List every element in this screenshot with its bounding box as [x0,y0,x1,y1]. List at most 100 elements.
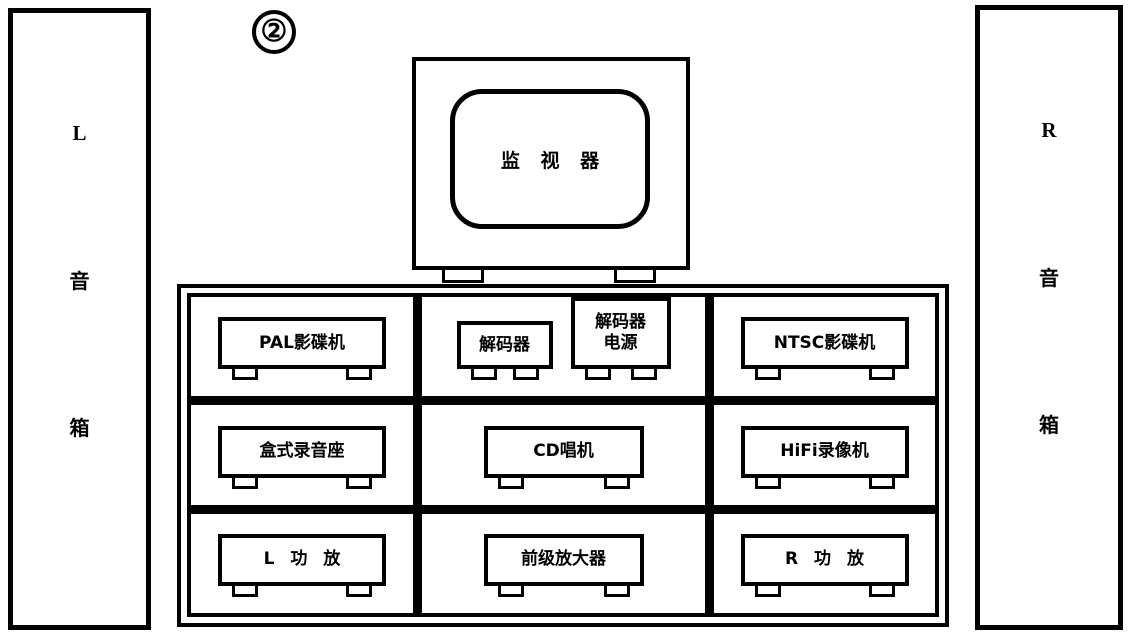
bottom-shelf: L 功 放 前级放大器 R 功 放 [191,513,935,613]
device-feet [457,369,553,381]
top-shelf-cell-2: NTSC影碟机 [714,297,935,396]
device-foot-right [868,369,895,381]
bottom-shelf-cell-1: 前级放大器 [422,513,714,613]
right-speaker: R 音 箱 [975,5,1123,630]
cell-contents: NTSC影碟机 [714,317,935,390]
device-前级放大器: 前级放大器 [483,533,644,597]
device-foot-right [868,585,895,597]
device-ntsc影碟机: NTSC影碟机 [740,317,909,381]
cell-contents: PAL影碟机 [191,317,413,390]
device-feet [218,585,386,597]
device-foot-left [754,585,781,597]
device-label: CD唱机 [533,441,594,462]
device-label: 盒式录音座 [259,441,345,462]
device-foot-right [603,477,630,489]
device-body: 解码器 [456,321,553,370]
device-feet [218,369,386,381]
monitor-label: 监 视 器 [500,149,607,172]
device-解码器电源: 解码器电源 [570,297,671,381]
device-feet [741,477,909,489]
middle-shelf: 盒式录音座 CD唱机 HiFi录像机 [191,405,935,514]
device-hifi录像机: HiFi录像机 [740,425,909,489]
device-label: 电源 [603,333,638,354]
middle-shelf-cell-0: 盒式录音座 [191,405,422,505]
device-foot-right [603,585,630,597]
device-foot-left [754,369,781,381]
device-label: L 功 放 [263,549,346,570]
figure-number: ② [252,10,296,54]
device-body: CD唱机 [483,425,644,478]
device-foot-left [232,369,258,381]
cell-contents: 解码器解码器电源 [422,297,705,390]
right-speaker-label: R 音 箱 [1039,118,1059,437]
device-label: R 功 放 [785,549,869,570]
top-shelf-cell-1: 解码器解码器电源 [422,297,714,397]
middle-shelf-cell-1: CD唱机 [422,405,714,505]
monitor-foot-right [614,270,656,283]
device-label: 解码器 [479,334,530,355]
right-speaker-char-0: R [1041,118,1057,142]
device-body: 前级放大器 [483,533,644,586]
cell-contents: HiFi录像机 [714,425,935,499]
device-l-功-放: L 功 放 [218,533,386,597]
device-feet [484,585,644,597]
right-speaker-char-2: 箱 [1039,413,1059,437]
device-foot-right [346,585,372,597]
device-feet [218,477,386,489]
device-body: 解码器电源 [570,297,671,370]
device-r-功-放: R 功 放 [740,533,909,597]
device-foot-left [497,585,524,597]
left-speaker-char-0: L [72,121,87,145]
cell-contents: 盒式录音座 [191,425,413,499]
device-feet [571,369,671,381]
device-label: 前级放大器 [521,549,606,570]
left-speaker-label: L 音 箱 [69,121,90,440]
device-foot-left [584,369,611,381]
device-cd唱机: CD唱机 [483,425,644,489]
device-body: L 功 放 [218,533,386,586]
device-body: PAL影碟机 [218,317,386,370]
device-label: NTSC影碟机 [773,332,876,353]
device-feet [741,369,909,381]
device-foot-right [868,477,895,489]
device-pal影碟机: PAL影碟机 [218,317,386,381]
monitor-foot-left [442,270,484,283]
device-body: NTSC影碟机 [740,317,909,370]
left-speaker-char-2: 箱 [69,416,90,440]
device-盒式录音座: 盒式录音座 [218,425,386,489]
device-foot-right [346,477,372,489]
monitor: 监 视 器 [412,57,690,283]
cell-contents: CD唱机 [422,425,705,499]
device-foot-left [754,477,781,489]
device-label: 解码器 [595,312,646,333]
device-feet [741,585,909,597]
device-body: 盒式录音座 [218,425,386,478]
left-speaker-char-1: 音 [69,269,90,293]
device-foot-right [630,369,657,381]
left-speaker: L 音 箱 [8,8,151,630]
bottom-shelf-cell-2: R 功 放 [714,514,935,613]
monitor-screen: 监 视 器 [450,89,650,229]
device-foot-left [232,585,258,597]
device-label: HiFi录像机 [780,441,869,462]
cell-contents: R 功 放 [714,533,935,607]
device-feet [484,477,644,489]
middle-shelf-cell-2: HiFi录像机 [714,405,935,504]
device-解码器: 解码器 [456,321,553,381]
bottom-shelf-cell-0: L 功 放 [191,513,422,613]
right-speaker-char-1: 音 [1039,266,1059,290]
device-label: PAL影碟机 [259,332,345,353]
top-shelf-cell-0: PAL影碟机 [191,297,422,397]
device-foot-left [232,477,258,489]
device-foot-left [470,369,497,381]
cell-contents: L 功 放 [191,533,413,607]
device-foot-left [497,477,524,489]
device-body: R 功 放 [740,533,909,586]
device-foot-right [346,369,372,381]
device-body: HiFi录像机 [740,425,909,478]
device-foot-right [512,369,539,381]
